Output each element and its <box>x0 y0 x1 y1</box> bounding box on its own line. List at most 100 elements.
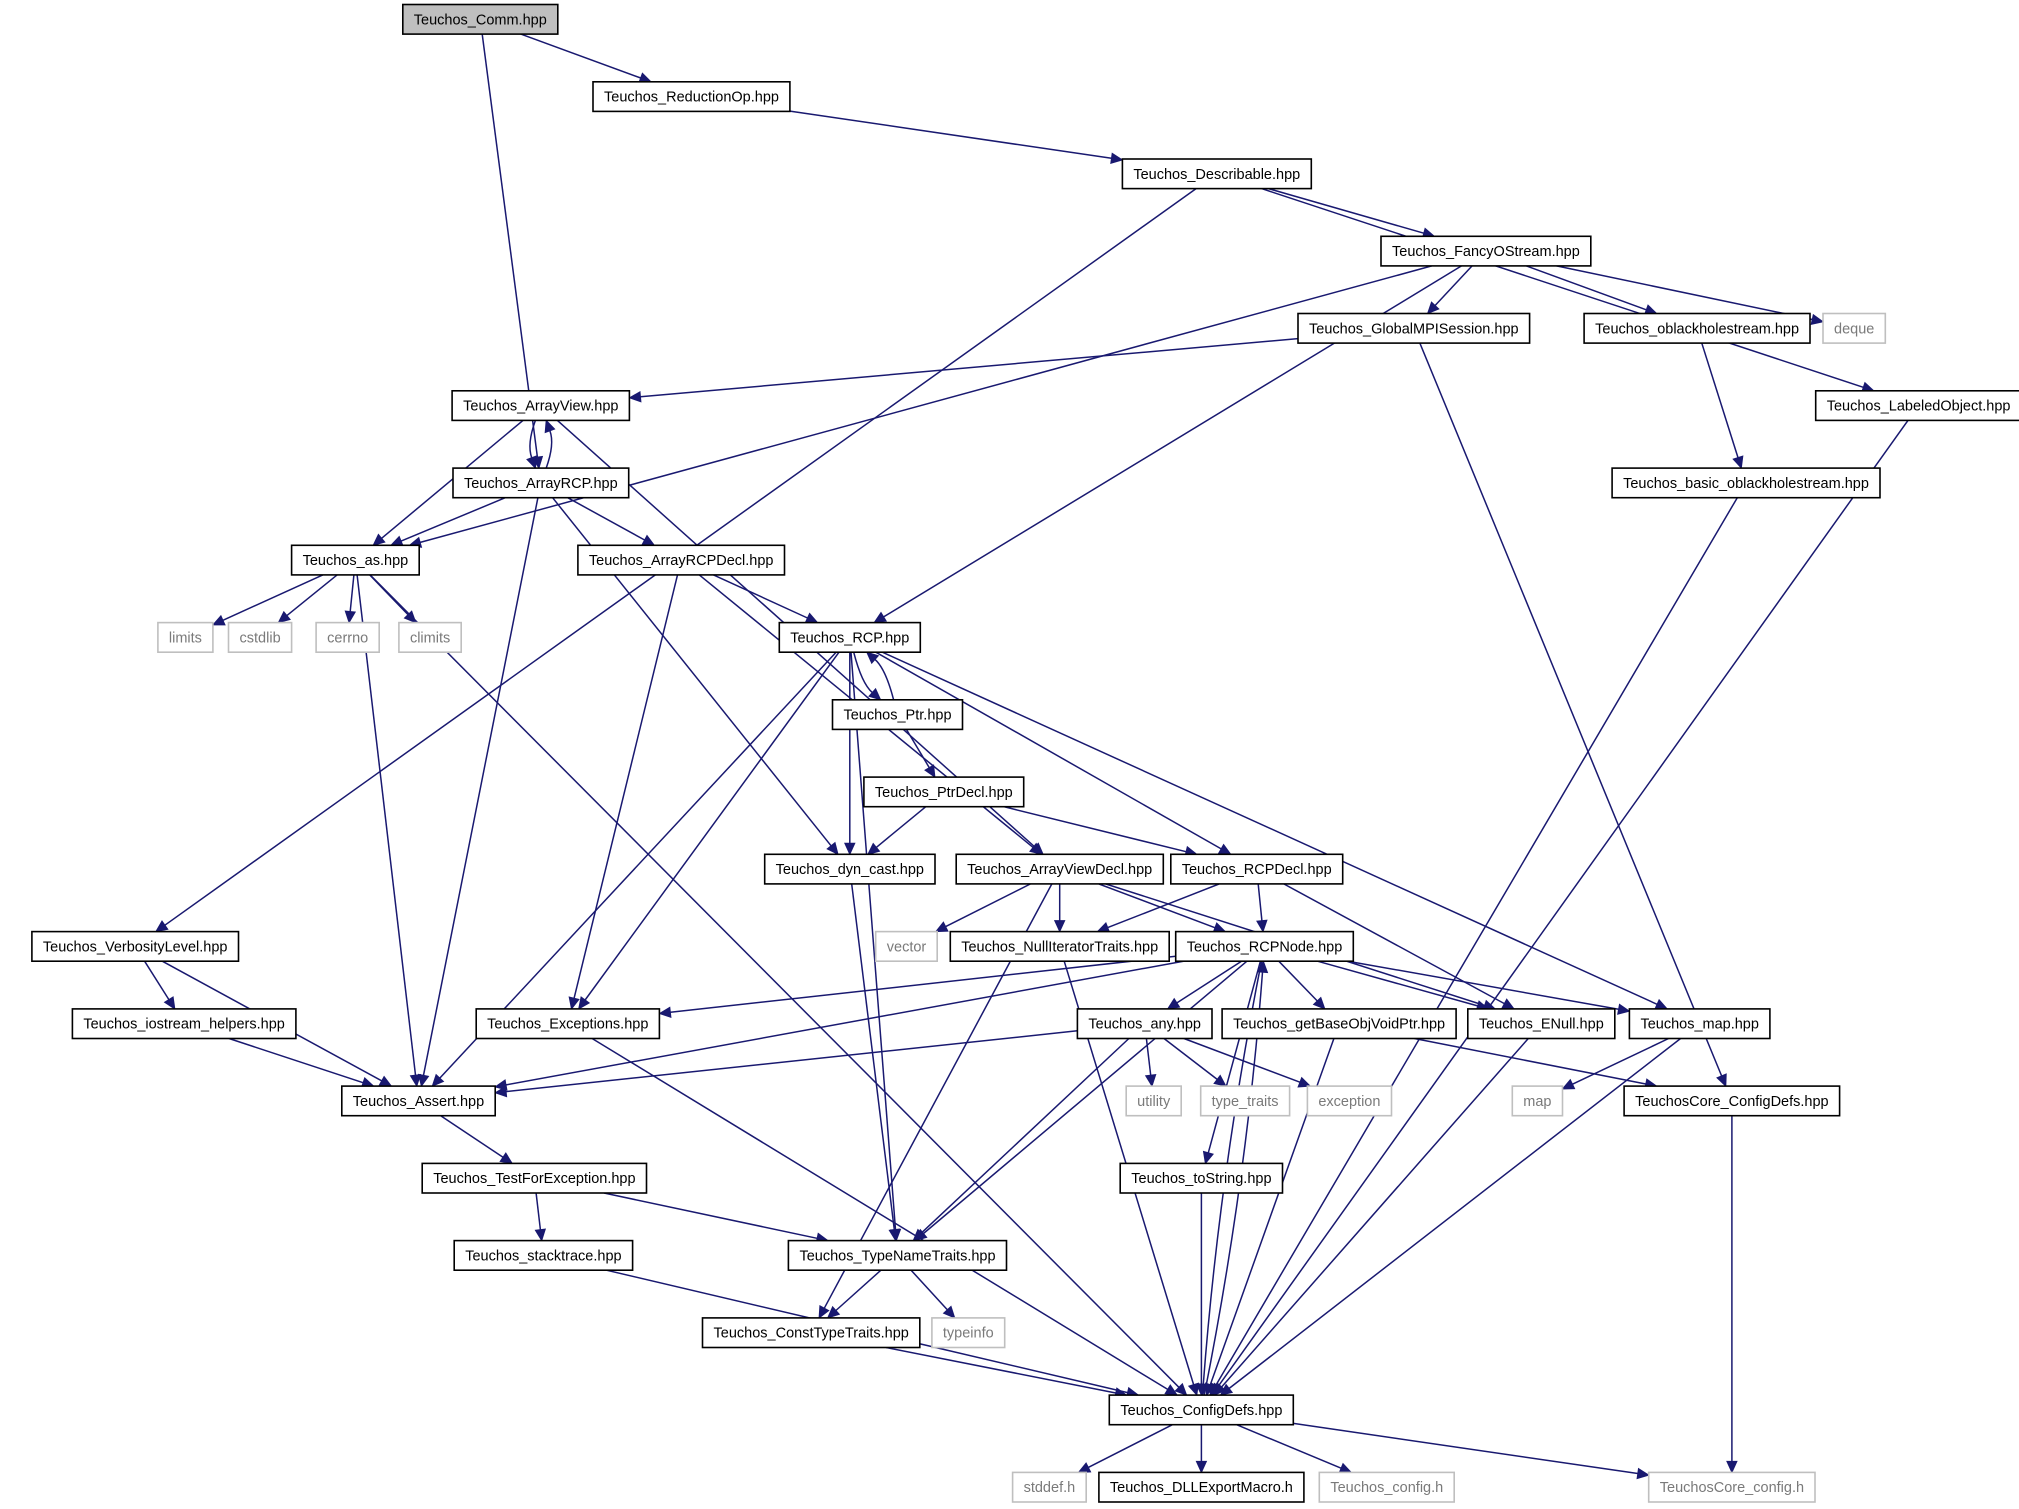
node-assert[interactable]: Teuchos_Assert.hpp <box>340 1085 496 1117</box>
node-globalmpisession[interactable]: Teuchos_GlobalMPISession.hpp <box>1297 312 1531 344</box>
node-tostring[interactable]: Teuchos_toString.hpp <box>1119 1162 1284 1194</box>
edge-arrowhead-coreconfigdefs-to-coreconfig <box>1726 1460 1738 1474</box>
node-dyncast[interactable]: Teuchos_dyn_cast.hpp <box>763 853 936 885</box>
node-rcpnode[interactable]: Teuchos_RCPNode.hpp <box>1174 930 1355 962</box>
node-testforexception[interactable]: Teuchos_TestForException.hpp <box>421 1162 648 1194</box>
node-map[interactable]: Teuchos_map.hpp <box>1628 1008 1771 1040</box>
node-stacktrace[interactable]: Teuchos_stacktrace.hpp <box>453 1239 634 1271</box>
node-comm[interactable]: Teuchos_Comm.hpp <box>401 3 559 35</box>
node-label-arrayrcpdecl: Teuchos_ArrayRCPDecl.hpp <box>589 553 774 569</box>
node-label-assert: Teuchos_Assert.hpp <box>353 1094 484 1110</box>
edge-arrayrcp-to-assert <box>422 497 539 1076</box>
node-label-consttypetraits: Teuchos_ConstTypeTraits.hpp <box>714 1326 909 1342</box>
node-consttypetraits[interactable]: Teuchos_ConstTypeTraits.hpp <box>701 1317 921 1349</box>
node-label-fancyostream: Teuchos_FancyOStream.hpp <box>1392 244 1580 260</box>
edge-arrowhead-reductionop-to-describable <box>1110 152 1124 164</box>
edge-arrowhead-configdefs-to-dllexport <box>1195 1460 1208 1474</box>
node-any[interactable]: Teuchos_any.hpp <box>1076 1008 1213 1040</box>
node-box-enull <box>1467 1008 1616 1040</box>
node-oblackholestream[interactable]: Teuchos_oblackholestream.hpp <box>1583 312 1811 344</box>
node-arrayrcp[interactable]: Teuchos_ArrayRCP.hpp <box>452 467 630 499</box>
node-iostreamhelpers[interactable]: Teuchos_iostream_helpers.hpp <box>71 1008 297 1040</box>
node-as[interactable]: Teuchos_as.hpp <box>290 544 421 576</box>
node-verbositylevel[interactable]: Teuchos_VerbosityLevel.hpp <box>31 930 240 962</box>
node-coreconfigdefs[interactable]: TeuchosCore_ConfigDefs.hpp <box>1623 1085 1841 1117</box>
node-ptrdecl[interactable]: Teuchos_PtrDecl.hpp <box>863 776 1025 808</box>
node-label-dyncast: Teuchos_dyn_cast.hpp <box>776 862 924 878</box>
edges-layer <box>143 33 1909 1480</box>
node-box-limits <box>157 621 214 653</box>
edge-arrowhead-arrayrcp-to-arrayrcpdecl <box>641 534 656 546</box>
edge-arrayrcp-to-arrayview <box>545 430 553 469</box>
edge-map-to-configdefs <box>1228 1037 1682 1389</box>
edge-arrowhead-arrayrcp-to-arrayview <box>544 419 556 434</box>
edge-arrowhead-describable-to-verbositylevel <box>154 920 169 933</box>
node-box-comm <box>401 3 559 35</box>
node-describable[interactable]: Teuchos_Describable.hpp <box>1121 158 1313 190</box>
node-box-mapsys <box>1511 1085 1564 1117</box>
edge-arrowhead-configdefs-to-stddef <box>1077 1462 1092 1473</box>
edge-configdefs-to-config <box>1236 1424 1342 1469</box>
edge-arrowhead-arrayview-to-arrayrcp <box>526 455 537 470</box>
edge-getbaseobjvoidptr-to-coreconfigdefs <box>1414 1037 1646 1085</box>
edge-arrayview-to-arrayrcp <box>529 420 537 458</box>
edge-rcpnode-to-getbaseobjvoidptr <box>1278 960 1318 1002</box>
node-typenametraits[interactable]: Teuchos_TypeNameTraits.hpp <box>787 1239 1008 1271</box>
node-getbaseobjvoidptr[interactable]: Teuchos_getBaseObjVoidPtr.hpp <box>1221 1008 1457 1040</box>
node-label-arrayview: Teuchos_ArrayView.hpp <box>463 399 618 415</box>
edge-verbositylevel-to-iostreamhelpers <box>143 960 170 1000</box>
node-box-stacktrace <box>453 1239 634 1271</box>
node-label-labeledobject: Teuchos_LabeledObject.hpp <box>1827 399 2011 415</box>
node-box-typetraits <box>1199 1085 1291 1117</box>
node-box-tostring <box>1119 1162 1284 1194</box>
node-label-typenametraits: Teuchos_TypeNameTraits.hpp <box>799 1248 995 1264</box>
node-utility: utility <box>1125 1085 1182 1117</box>
edge-arrowhead-rcp-to-dyncast <box>844 842 856 856</box>
edge-arrowhead-any-to-typetraits <box>1213 1074 1227 1087</box>
edge-arrowhead-ptr-to-ptrdecl <box>924 764 936 779</box>
edge-configdefs-to-stddef <box>1087 1424 1173 1469</box>
node-label-ptr: Teuchos_Ptr.hpp <box>843 708 951 724</box>
node-nulliteratortraits[interactable]: Teuchos_NullIteratorTraits.hpp <box>949 930 1170 962</box>
node-box-consttypetraits <box>701 1317 921 1349</box>
node-configdefs[interactable]: Teuchos_ConfigDefs.hpp <box>1108 1394 1295 1426</box>
edge-arrowhead-configdefs-to-coreconfig <box>1636 1467 1650 1480</box>
node-box-exceptions <box>475 1008 661 1040</box>
node-label-rcp: Teuchos_RCP.hpp <box>790 630 909 646</box>
node-label-arrayviewdecl: Teuchos_ArrayViewDecl.hpp <box>967 862 1152 878</box>
edge-globalmpisession-to-coreconfigdefs <box>1419 342 1723 1077</box>
node-labeledobject[interactable]: Teuchos_LabeledObject.hpp <box>1814 389 2019 422</box>
node-label-limits: limits <box>169 630 202 646</box>
edge-arrowhead-as-to-assert <box>409 1074 422 1088</box>
edge-arrayviewdecl-to-rcpnode <box>1098 883 1216 929</box>
node-arrayviewdecl[interactable]: Teuchos_ArrayViewDecl.hpp <box>955 853 1165 885</box>
edge-arrowhead-rcp-to-map <box>1654 998 1669 1010</box>
node-basicoblackhole[interactable]: Teuchos_basic_oblackholestream.hpp <box>1611 467 1881 499</box>
node-typeinfo: typeinfo <box>931 1317 1006 1349</box>
node-label-climits: climits <box>410 630 450 646</box>
node-reductionop[interactable]: Teuchos_ReductionOp.hpp <box>592 81 791 113</box>
node-label-as: Teuchos_as.hpp <box>303 553 409 569</box>
node-rcpdecl[interactable]: Teuchos_RCPDecl.hpp <box>1170 853 1344 885</box>
node-enull[interactable]: Teuchos_ENull.hpp <box>1467 1008 1616 1040</box>
node-ptr[interactable]: Teuchos_Ptr.hpp <box>831 698 964 731</box>
node-exceptions[interactable]: Teuchos_Exceptions.hpp <box>475 1008 661 1040</box>
node-typetraits: type_traits <box>1199 1085 1291 1117</box>
node-label-nulliteratortraits: Teuchos_NullIteratorTraits.hpp <box>961 939 1158 955</box>
node-rcp[interactable]: Teuchos_RCP.hpp <box>778 621 922 653</box>
node-arrayview[interactable]: Teuchos_ArrayView.hpp <box>451 389 631 422</box>
edge-arrowhead-arrayviewdecl-to-nulliteratortraits <box>1053 920 1066 933</box>
node-climits: climits <box>398 621 462 653</box>
edge-arrowhead-verbositylevel-to-iostreamhelpers <box>163 996 176 1010</box>
node-box-dllexport <box>1098 1471 1305 1503</box>
node-box-cstdlib <box>227 621 293 653</box>
edge-arrayview-to-as <box>381 419 524 539</box>
node-label-cstdlib: cstdlib <box>240 630 281 646</box>
node-arrayrcpdecl[interactable]: Teuchos_ArrayRCPDecl.hpp <box>577 544 786 576</box>
node-mapsys: map <box>1511 1085 1564 1117</box>
node-box-rcpnode <box>1174 930 1355 962</box>
edge-fancyostream-to-deque <box>1556 265 1813 321</box>
node-dllexport[interactable]: Teuchos_DLLExportMacro.h <box>1098 1471 1305 1503</box>
edge-arrowhead-map-to-mapsys <box>1561 1078 1576 1090</box>
node-fancyostream[interactable]: Teuchos_FancyOStream.hpp <box>1380 235 1592 267</box>
